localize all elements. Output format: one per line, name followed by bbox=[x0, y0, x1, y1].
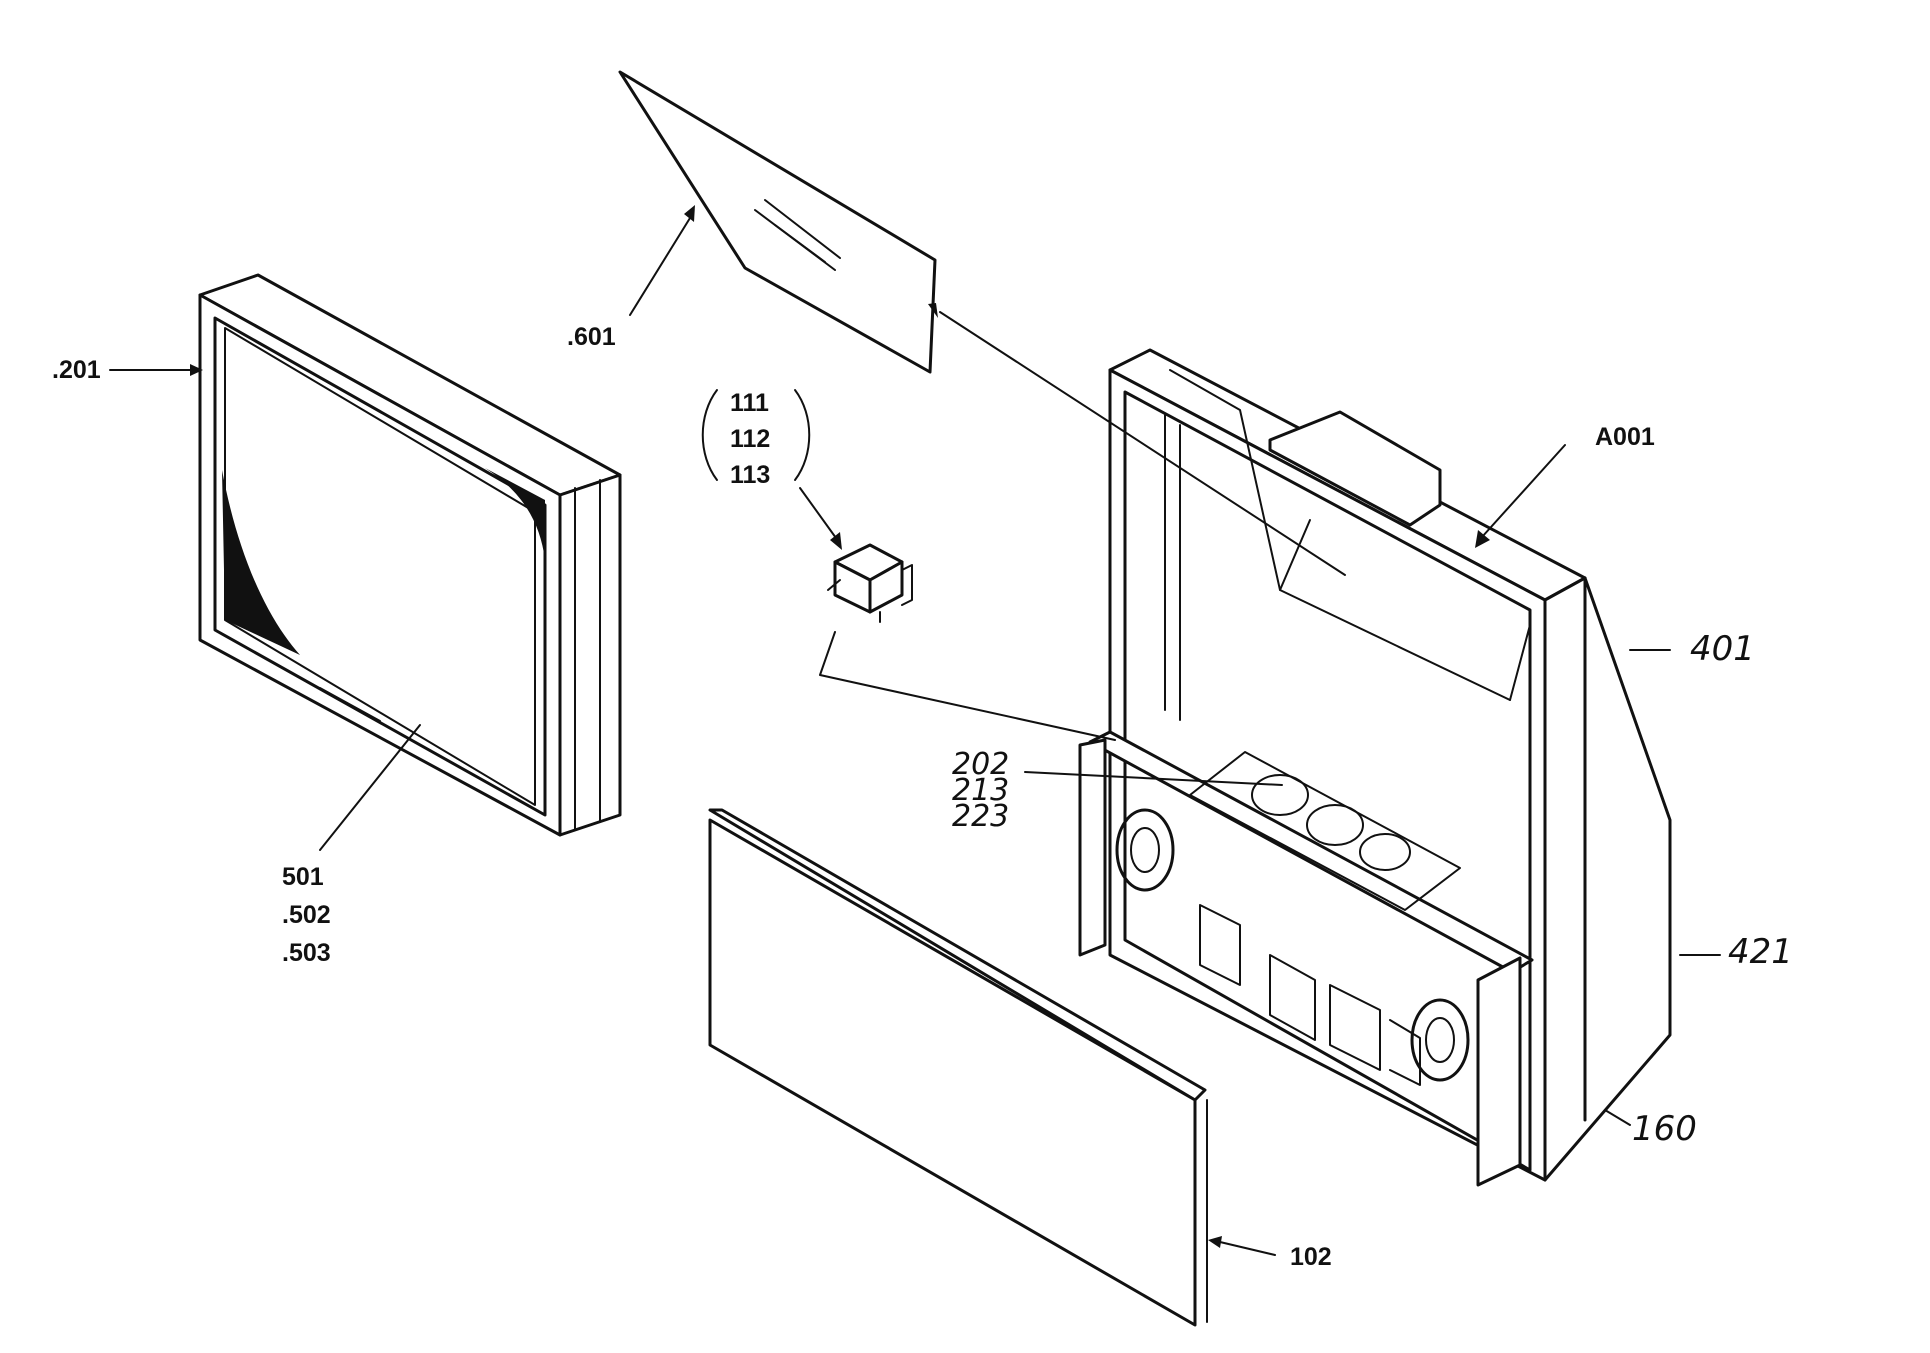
callout-a001: A001 bbox=[1595, 423, 1655, 451]
callout-421: 421 bbox=[1728, 932, 1793, 972]
callout-202-213-223: 202 213 223 bbox=[952, 747, 1010, 834]
callout-112: 112 bbox=[730, 425, 771, 453]
callout-111: 111 bbox=[730, 389, 769, 417]
callout-601: .601 bbox=[567, 323, 616, 351]
callout-223: 223 bbox=[952, 799, 1010, 834]
callout-113: 113 bbox=[730, 461, 771, 489]
callout-102: 102 bbox=[1290, 1243, 1332, 1271]
callout-501: 501 bbox=[282, 863, 324, 891]
callout-160: 160 bbox=[1632, 1109, 1697, 1149]
callout-111-112-113: 111 112 113 bbox=[730, 385, 770, 493]
leader-lines bbox=[109, 205, 1721, 1256]
callout-201: .201 bbox=[52, 356, 101, 384]
callout-401: 401 bbox=[1690, 629, 1755, 669]
callout-502: .502 bbox=[282, 901, 331, 929]
lower-front-panel bbox=[708, 808, 1208, 1327]
callout-213: 213 bbox=[952, 773, 1010, 808]
mirror-panel bbox=[618, 70, 937, 374]
callout-202: 202 bbox=[952, 747, 1010, 782]
projection-tube bbox=[827, 543, 913, 623]
callout-501-502-503: 501 .502 .503 bbox=[282, 858, 331, 972]
callout-503: .503 bbox=[282, 939, 331, 967]
screen-frame-assembly bbox=[198, 273, 622, 837]
cabinet bbox=[1078, 348, 1672, 1187]
